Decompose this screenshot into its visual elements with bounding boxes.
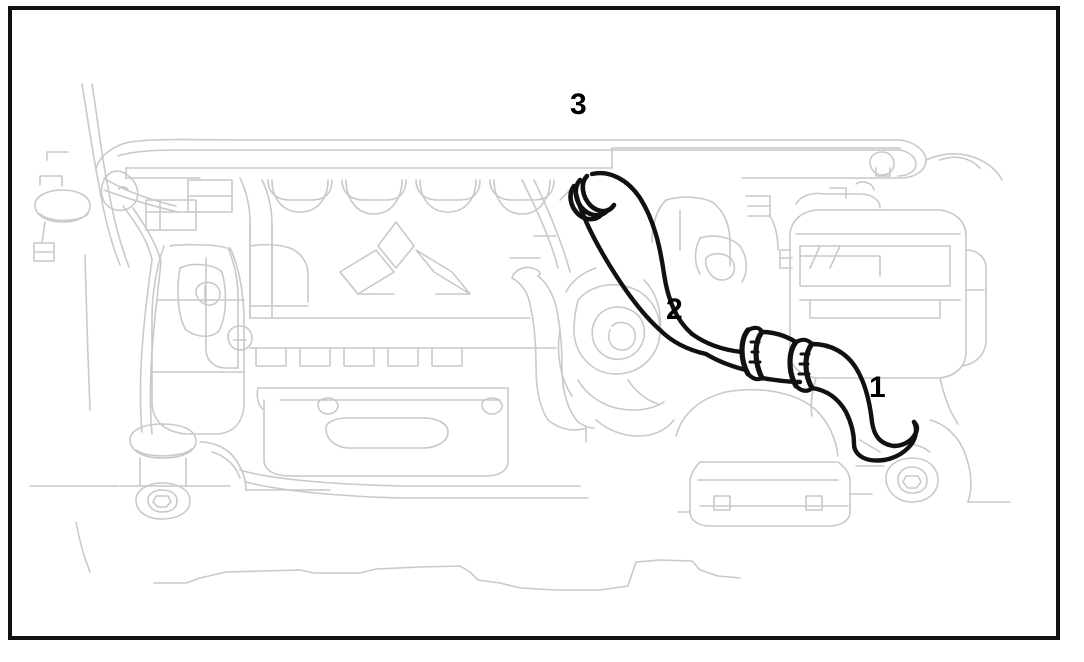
pulley-mount-group <box>29 423 331 520</box>
center-small-hose <box>511 266 595 431</box>
callout-label-3: 3 <box>570 90 587 120</box>
upper-hose-collar-clamp <box>568 173 617 222</box>
ground-line-group <box>153 559 741 591</box>
mitsubishi-emblem-icon <box>339 221 471 295</box>
valve-cover-group <box>187 177 571 319</box>
engine-block-front <box>205 221 557 369</box>
hose-middle-section <box>689 331 749 373</box>
air-intake-hose-body <box>573 170 709 357</box>
right-wheelwell-group <box>859 419 1011 503</box>
accessory-pulley-cluster <box>557 267 665 411</box>
callout-label-2: 2 <box>666 295 683 325</box>
wire-harness-group <box>75 83 179 573</box>
air-intake-hose-highlighted <box>568 170 920 463</box>
left-reservoir-group <box>33 151 91 262</box>
lower-hose-end-connection <box>809 341 920 463</box>
radiator-support-beam <box>95 138 927 179</box>
misc-detail-lines <box>509 187 779 443</box>
hose-between-clamps <box>759 329 803 385</box>
callout-1-text: 1 <box>869 371 886 404</box>
callout-label-1: 1 <box>869 373 886 403</box>
oil-pan-group <box>256 387 509 477</box>
hose-clamp-upper <box>739 325 765 382</box>
left-canister-group <box>151 243 245 435</box>
left-bracket-group <box>100 170 197 435</box>
callout-3-text: 3 <box>570 88 587 121</box>
lower-frame-rail <box>239 469 589 499</box>
right-fender-outline <box>925 152 1003 181</box>
engine-mount-bracket <box>675 389 885 527</box>
callout-2-text: 2 <box>666 293 683 326</box>
